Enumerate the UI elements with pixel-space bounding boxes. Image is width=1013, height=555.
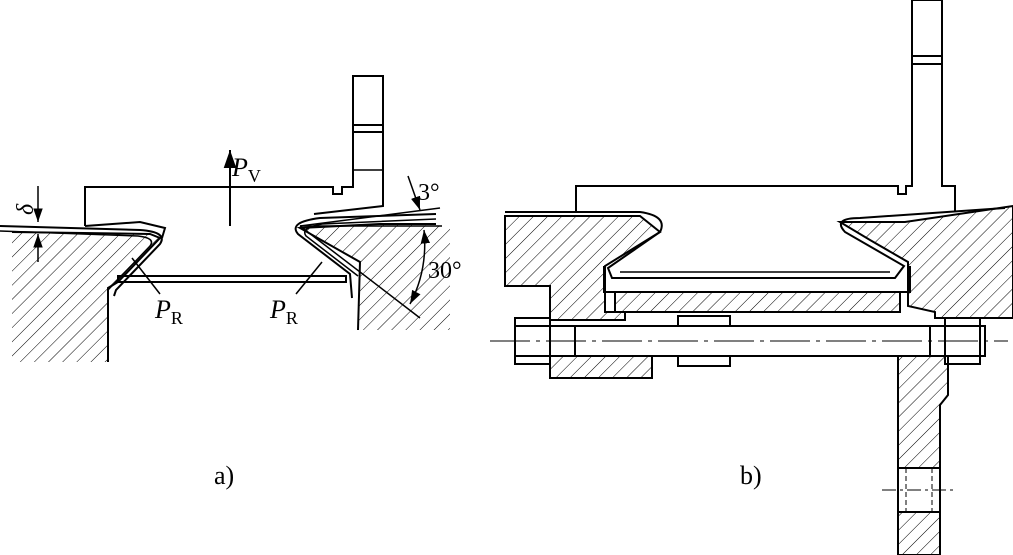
die-b-lower-plate bbox=[614, 291, 901, 313]
figure-b bbox=[490, 0, 1013, 555]
punch-body bbox=[84, 75, 384, 226]
angle-arc-3 bbox=[407, 175, 421, 211]
left-die-outline bbox=[11, 231, 162, 362]
force-radial-left-label: PR bbox=[154, 295, 183, 328]
left-die-section bbox=[12, 232, 160, 362]
bolt-nut-right bbox=[944, 317, 981, 365]
angle-3-label: 3° bbox=[418, 180, 440, 206]
die-b-right bbox=[836, 204, 1013, 319]
blank-b bbox=[505, 207, 1006, 279]
clamp-b-left bbox=[549, 355, 653, 379]
force-radial-right-label: PR bbox=[269, 295, 298, 328]
blank-left-inner bbox=[0, 230, 153, 291]
figure-a bbox=[0, 75, 450, 362]
angle-30-label: 30° bbox=[428, 258, 462, 284]
blank-left-outer bbox=[0, 225, 163, 297]
angle-ray-3 bbox=[299, 207, 441, 227]
force-radial-right-leader bbox=[295, 261, 323, 295]
caption-b: b) bbox=[740, 461, 762, 490]
right-die-outline bbox=[296, 223, 436, 331]
caption-a: a) bbox=[214, 461, 234, 490]
blank-right-outer bbox=[294, 213, 437, 299]
force-vertical-label: PV bbox=[231, 153, 261, 186]
angle-ray-30 bbox=[299, 225, 421, 319]
gap-delta-label: δ bbox=[13, 203, 39, 215]
blank-right-inner bbox=[304, 218, 437, 277]
lever-arm bbox=[897, 355, 949, 555]
spacer-b-top bbox=[677, 315, 731, 327]
blank-b-bottom bbox=[603, 266, 911, 293]
punch-b-body bbox=[575, 0, 956, 212]
bottom-plate-a bbox=[117, 275, 347, 283]
angle-arc-30 bbox=[409, 229, 431, 305]
force-radial-left-leader bbox=[131, 257, 161, 295]
punch-left-lip bbox=[84, 220, 167, 239]
spacer-b bbox=[677, 355, 731, 367]
